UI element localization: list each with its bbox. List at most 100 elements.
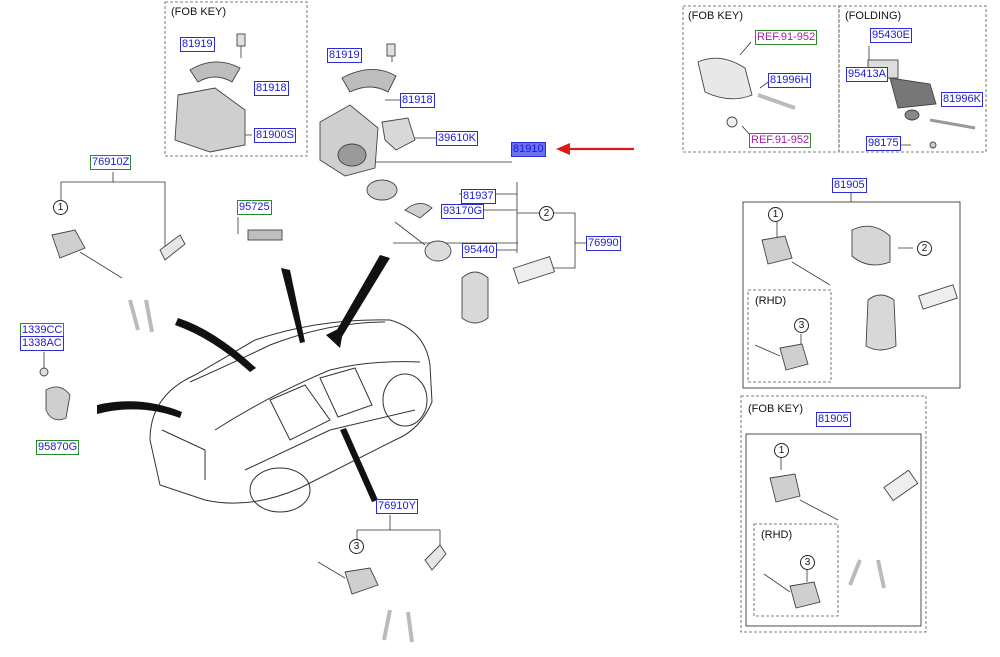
caption-fob-key-top-right: (FOB KEY): [688, 10, 744, 22]
part-label-76910y[interactable]: 76910Y: [376, 499, 418, 514]
ignition-cylinder-81905: [851, 225, 891, 266]
bolt-1339cc: [39, 367, 49, 377]
battery-cell: [726, 116, 738, 128]
part-label-81919-b[interactable]: 81919: [327, 48, 362, 63]
folding-key-blade: [929, 118, 976, 130]
fob-81905: [865, 294, 897, 351]
ring-part: [424, 240, 452, 262]
key-blank-part: [394, 221, 426, 246]
rhd-frame-1: [747, 289, 832, 383]
rhd-rod-1: [754, 344, 781, 357]
part-label-81919-a[interactable]: 81919: [180, 37, 215, 52]
sensor-95870g: [45, 386, 71, 421]
pointer-to-door: [340, 428, 378, 502]
tag-fob: [883, 469, 919, 502]
door-cylinder-fob: [769, 473, 801, 503]
door-cylinder-rod-fob: [799, 499, 839, 521]
pointer-to-roof-lock: [175, 318, 256, 372]
rhd-cylinder-1: [779, 343, 809, 371]
keys-fob: [848, 559, 886, 589]
part-label-1339cc[interactable]: 1339CC: [20, 323, 65, 338]
ignition-cylinder-face: [337, 143, 367, 167]
pointer-to-sensor: [97, 401, 182, 418]
part-label-81996k[interactable]: 81996K: [941, 92, 983, 107]
rhd-rod-2: [763, 573, 791, 593]
fob-key-inset-frame: [164, 1, 308, 157]
ignition-lock-body: [174, 87, 246, 153]
callout-1-left: 1: [53, 200, 68, 215]
callout-3-rhd-1: 3: [794, 318, 809, 333]
caption-rhd-1: (RHD): [755, 295, 787, 307]
callout-3-bottom: 3: [349, 539, 364, 554]
tag-81905: [918, 284, 958, 310]
folding-key-battery: [904, 109, 920, 121]
shear-bolt-bracket: [341, 69, 397, 93]
pointer-to-95725: [281, 268, 305, 343]
door-lock-76910y: [344, 567, 379, 595]
module-95725: [247, 229, 283, 241]
rhd-frame-2: [753, 523, 839, 617]
folding-key-pin: [929, 141, 937, 149]
part-label-39610k[interactable]: 39610K: [436, 131, 478, 146]
lock-cylinder-part: [366, 179, 398, 201]
part-label-76910z[interactable]: 76910Z: [90, 155, 132, 170]
part-label-81996h[interactable]: 81996H: [768, 73, 811, 88]
lever-part: [404, 203, 433, 219]
switch-connector-part: [381, 117, 416, 151]
fob-key-bottom-frame: [740, 395, 927, 633]
caption-folding: (FOLDING): [845, 10, 902, 22]
part-label-81918-a[interactable]: 81918: [254, 81, 289, 96]
part-label-81905-a[interactable]: 81905: [832, 178, 867, 193]
fob-key-remote-frame: [682, 5, 840, 153]
fob-key-76990: [461, 271, 489, 324]
fob-key-set-frame: [745, 433, 922, 627]
part-label-81910-highlighted[interactable]: 81910: [511, 142, 546, 157]
folding-key-fob: [889, 77, 937, 109]
pointer-head-ignition: [326, 326, 344, 348]
door-lock-76910z: [51, 229, 86, 259]
rhd-cylinder-2: [789, 581, 821, 609]
pointer-to-ignition: [334, 255, 390, 340]
part-label-95413a[interactable]: 95413A: [846, 67, 888, 82]
bolt-part: [236, 33, 246, 47]
key-tag-bottom: [424, 544, 447, 571]
caption-fob-key-bottom: (FOB KEY): [748, 403, 804, 415]
remote-fob: [697, 57, 753, 100]
callout-2-center: 2: [539, 206, 554, 221]
key-tag-left: [159, 234, 186, 261]
reference-label-91-952-top[interactable]: REF.91-952: [755, 30, 818, 45]
key-tag-76990: [512, 255, 556, 285]
part-label-95870g[interactable]: 95870G: [36, 440, 80, 455]
part-label-1338ac[interactable]: 1338AC: [20, 336, 64, 351]
callout-2-set: 2: [917, 241, 932, 256]
part-label-98175[interactable]: 98175: [866, 136, 901, 151]
folding-key-frame: [838, 5, 987, 153]
part-label-81905-b[interactable]: 81905: [816, 412, 851, 427]
door-cylinder-rod-81905: [791, 261, 831, 286]
part-label-81918-b[interactable]: 81918: [400, 93, 435, 108]
door-lock-rod: [79, 251, 123, 279]
part-label-95440[interactable]: 95440: [462, 243, 497, 258]
door-cylinder-81905: [761, 235, 793, 265]
caption-fob-key-top-left: (FOB KEY): [171, 6, 227, 18]
caption-rhd-2: (RHD): [761, 529, 793, 541]
reference-label-91-952-bottom[interactable]: REF.91-952: [749, 133, 812, 148]
vehicle-outline: [149, 319, 433, 513]
part-label-95430e[interactable]: 95430E: [870, 28, 912, 43]
callout-1-set: 1: [768, 207, 783, 222]
part-label-95725[interactable]: 95725: [237, 200, 272, 215]
emergency-key-blade: [757, 93, 796, 110]
door-lock-rod-y: [317, 561, 346, 579]
keys-left: [128, 299, 154, 333]
part-label-76990[interactable]: 76990: [586, 236, 621, 251]
part-label-81937[interactable]: 81937: [461, 189, 496, 204]
callout-1-fob: 1: [774, 443, 789, 458]
keys-bottom: [382, 609, 414, 643]
ignition-lock-bracket: [189, 61, 241, 83]
key-set-frame: [742, 201, 961, 389]
part-label-93170g[interactable]: 93170G: [441, 204, 485, 219]
part-label-81900s[interactable]: 81900S: [254, 128, 296, 143]
shear-bolt: [386, 43, 396, 57]
red-arrow-icon: [556, 143, 634, 155]
